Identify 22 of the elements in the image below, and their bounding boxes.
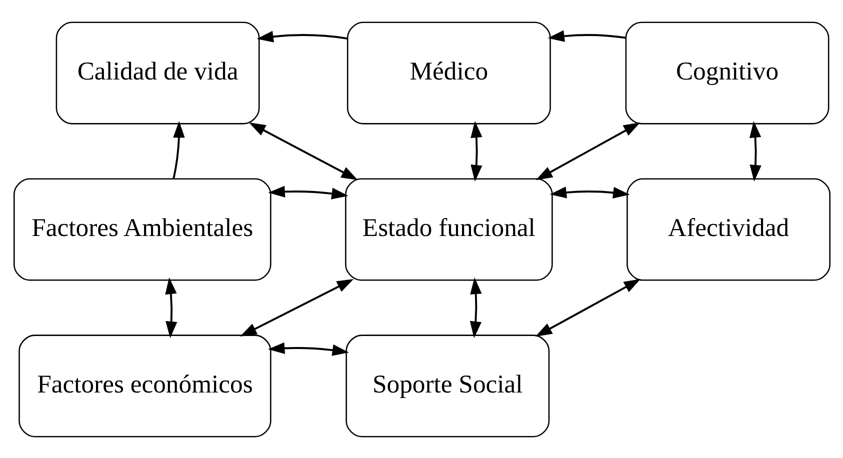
node-box: Afectividad — [626, 178, 830, 280]
arrow — [469, 276, 482, 338]
arrow — [268, 185, 348, 199]
arrow — [470, 120, 482, 182]
arrow — [534, 278, 640, 336]
node-box: Estado funcional — [344, 178, 552, 280]
arrow — [535, 122, 640, 180]
arrow — [172, 120, 184, 178]
node-box: Factores económicos — [18, 334, 271, 437]
arrow — [547, 30, 626, 42]
arrow — [240, 278, 354, 336]
arrow — [267, 342, 349, 356]
node-box: Factores Ambientales — [12, 178, 271, 280]
arrow — [256, 30, 348, 42]
node-box: Calidad de vida — [55, 21, 260, 124]
arrow — [164, 276, 177, 338]
arrow — [248, 122, 358, 180]
node-box: Soporte Social — [345, 334, 550, 437]
node-box: Cognitivo — [624, 21, 829, 124]
node-box: Médico — [346, 21, 550, 124]
arrow — [749, 120, 761, 182]
arrow — [549, 186, 630, 198]
